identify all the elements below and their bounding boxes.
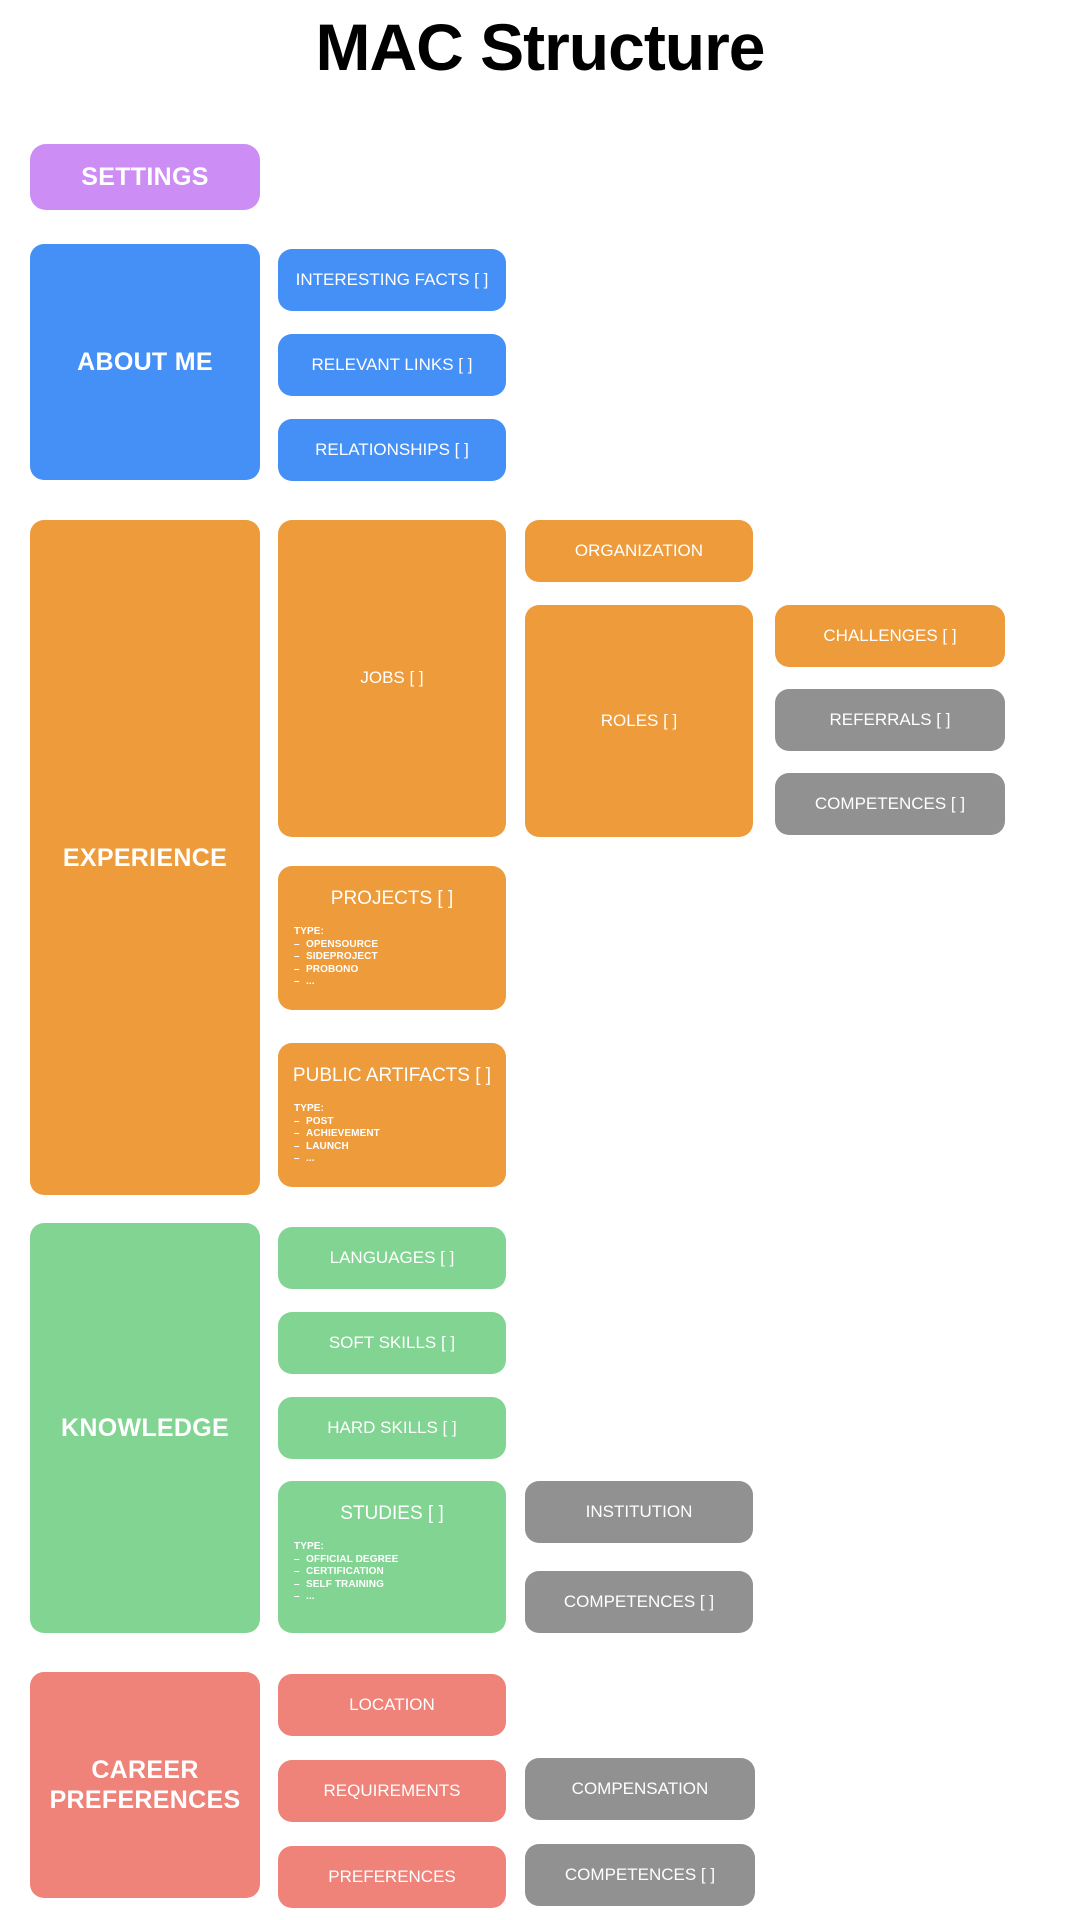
node-preferences[interactable]: PREFERENCES (278, 1846, 506, 1908)
type-item: –... (294, 976, 315, 987)
type-item: –OFFICIAL DEGREE (294, 1553, 399, 1565)
node-institution-label: INSTITUTION (585, 1501, 693, 1521)
node-requirements[interactable]: REQUIREMENTS (278, 1760, 506, 1822)
node-hard-skills-label: HARD SKILLS [ ] (327, 1417, 457, 1437)
type-label: TYPE: (294, 1541, 324, 1552)
node-studies[interactable]: STUDIES [ ] TYPE: –OFFICIAL DEGREE –CERT… (278, 1481, 506, 1633)
node-roles-label: ROLES [ ] (600, 710, 678, 730)
type-item: –OPENSOURCE (294, 938, 379, 950)
node-location-label: LOCATION (349, 1694, 435, 1714)
node-interesting-facts[interactable]: INTERESTING FACTS [ ] (278, 249, 506, 311)
node-relevant-links[interactable]: RELEVANT LINKS [ ] (278, 334, 506, 396)
career-label-line1: CAREER (91, 1756, 199, 1784)
node-knowledge-competences-label: COMPETENCES [ ] (563, 1591, 715, 1611)
type-item: –SELF TRAINING (294, 1578, 384, 1590)
type-label: TYPE: (294, 926, 324, 937)
node-knowledge-label: KNOWLEDGE (61, 1414, 229, 1442)
page-title: MAC Structure (315, 10, 765, 84)
node-jobs-label: JOBS [ ] (360, 668, 424, 688)
node-roles[interactable]: ROLES [ ] (525, 605, 753, 837)
node-public-artifacts-type-list: TYPE: –POST –ACHIEVEMENT –LAUNCH –... (294, 1103, 380, 1166)
node-referrals-label: REFERRALS [ ] (829, 709, 951, 729)
node-about-me-label: ABOUT ME (77, 348, 213, 376)
node-relationships-label: RELATIONSHIPS [ ] (315, 439, 469, 459)
node-soft-skills-label: SOFT SKILLS [ ] (328, 1332, 456, 1352)
node-challenges[interactable]: CHALLENGES [ ] (775, 605, 1005, 667)
node-location[interactable]: LOCATION (278, 1674, 506, 1736)
node-career-preferences-label: CAREER PREFERENCES (50, 1755, 241, 1815)
node-knowledge-competences[interactable]: COMPETENCES [ ] (525, 1571, 753, 1633)
node-relationships[interactable]: RELATIONSHIPS [ ] (278, 419, 506, 481)
type-item: –PROBONO (294, 963, 359, 975)
type-item: –SIDEPROJECT (294, 951, 378, 962)
node-career-preferences[interactable]: CAREER PREFERENCES (30, 1672, 260, 1898)
type-item: –LAUNCH (294, 1140, 349, 1152)
type-label: TYPE: (294, 1103, 324, 1114)
node-about-me[interactable]: ABOUT ME (30, 244, 260, 480)
type-item: –POST (294, 1115, 334, 1127)
node-experience-competences[interactable]: COMPETENCES [ ] (775, 773, 1005, 835)
node-referrals[interactable]: REFERRALS [ ] (775, 689, 1005, 751)
type-item: –ACHIEVEMENT (294, 1128, 380, 1139)
type-item: –... (294, 1591, 315, 1602)
node-compensation[interactable]: COMPENSATION (525, 1758, 755, 1820)
node-experience-label: EXPERIENCE (62, 843, 228, 872)
node-career-competences[interactable]: COMPETENCES [ ] (525, 1844, 755, 1906)
node-interesting-facts-label: INTERESTING FACTS [ ] (295, 269, 489, 289)
node-career-competences-label: COMPETENCES [ ] (564, 1864, 716, 1884)
node-languages[interactable]: LANGUAGES [ ] (278, 1227, 506, 1289)
node-hard-skills[interactable]: HARD SKILLS [ ] (278, 1397, 506, 1459)
node-knowledge[interactable]: KNOWLEDGE (30, 1223, 260, 1633)
node-settings-label: SETTINGS (81, 163, 209, 191)
node-studies-type-list: TYPE: –OFFICIAL DEGREE –CERTIFICATION –S… (294, 1541, 398, 1604)
node-experience-competences-label: COMPETENCES [ ] (814, 793, 966, 813)
node-soft-skills[interactable]: SOFT SKILLS [ ] (278, 1312, 506, 1374)
node-settings[interactable]: SETTINGS (30, 144, 260, 210)
node-public-artifacts[interactable]: PUBLIC ARTIFACTS [ ] TYPE: –POST –ACHIEV… (278, 1043, 506, 1187)
node-jobs[interactable]: JOBS [ ] (278, 520, 506, 837)
node-preferences-label: PREFERENCES (328, 1866, 456, 1886)
node-projects-type-list: TYPE: –OPENSOURCE –SIDEPROJECT –PROBONO … (294, 926, 378, 989)
node-compensation-label: COMPENSATION (571, 1778, 709, 1798)
node-institution[interactable]: INSTITUTION (525, 1481, 753, 1543)
career-label-line2: PREFERENCES (49, 1786, 241, 1814)
node-challenges-label: CHALLENGES [ ] (823, 625, 957, 645)
type-item: –CERTIFICATION (294, 1566, 384, 1577)
node-projects-label: PROJECTS [ ] (330, 888, 454, 909)
node-organization[interactable]: ORGANIZATION (525, 520, 753, 582)
node-experience[interactable]: EXPERIENCE (30, 520, 260, 1195)
node-relevant-links-label: RELEVANT LINKS [ ] (311, 354, 473, 374)
node-requirements-label: REQUIREMENTS (323, 1780, 461, 1800)
type-item: –... (294, 1153, 315, 1164)
node-languages-label: LANGUAGES [ ] (329, 1247, 455, 1267)
node-studies-label: STUDIES [ ] (340, 1503, 444, 1524)
node-projects[interactable]: PROJECTS [ ] TYPE: –OPENSOURCE –SIDEPROJ… (278, 866, 506, 1010)
node-organization-label: ORGANIZATION (574, 540, 704, 560)
node-public-artifacts-label: PUBLIC ARTIFACTS [ ] (292, 1065, 492, 1086)
